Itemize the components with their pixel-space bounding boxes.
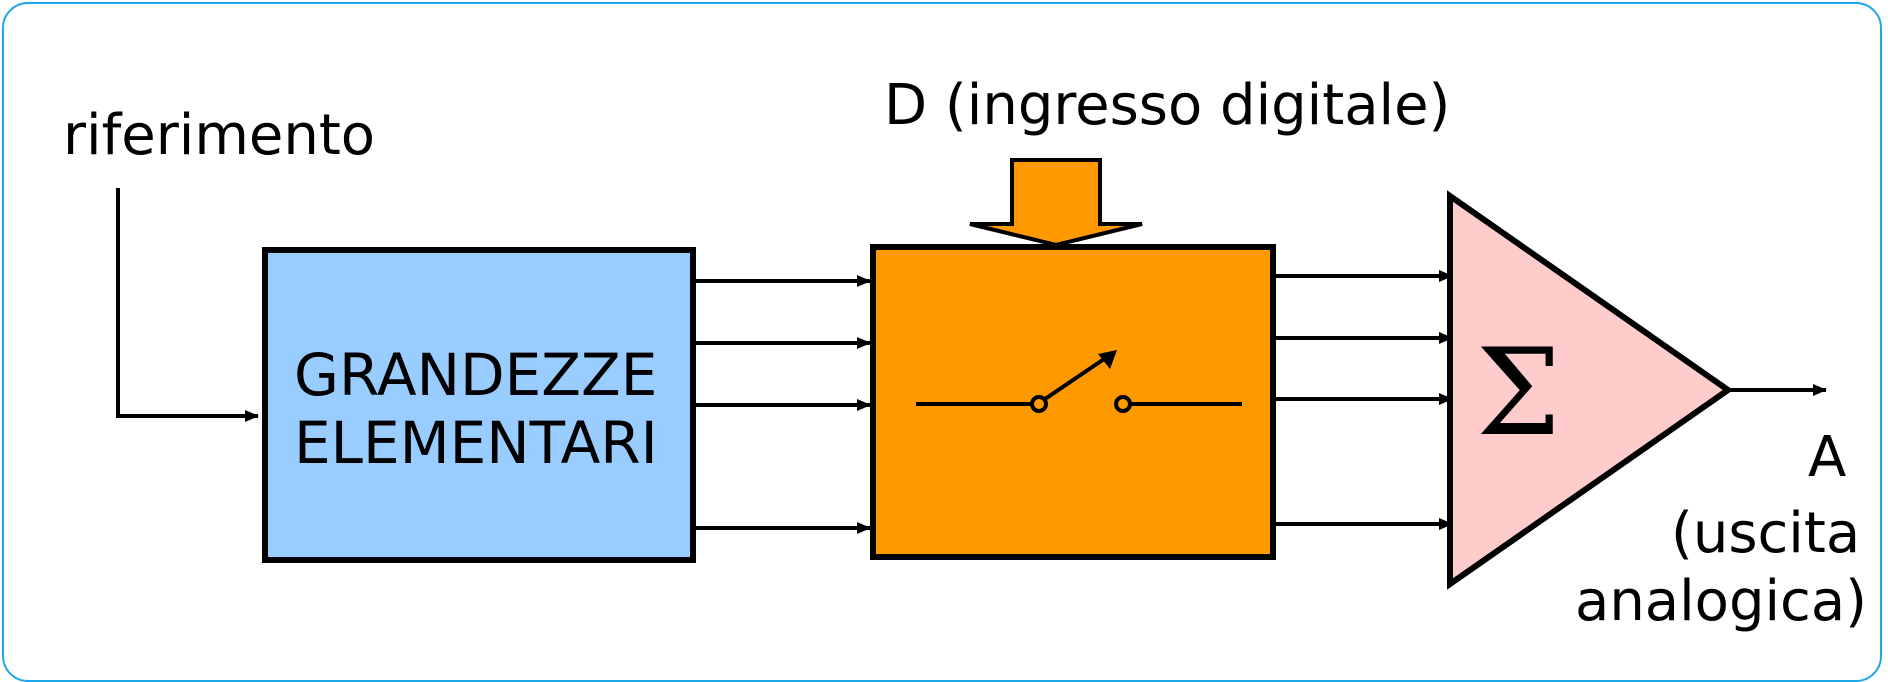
block-label-line1: GRANDEZZE xyxy=(294,341,658,409)
output-label-a: A xyxy=(1808,425,1847,490)
block-label-line2: ELEMENTARI xyxy=(294,409,658,477)
output-label-analogica: analogica) xyxy=(1575,569,1868,634)
elementary-quantities-block xyxy=(262,247,696,563)
summer-triangle xyxy=(1447,190,1734,590)
switch-symbol xyxy=(916,350,1242,413)
sigma-symbol: Σ xyxy=(1476,324,1561,463)
digital-input-arrow xyxy=(969,158,1143,248)
dac-block-diagram xyxy=(116,158,1827,590)
digital-input-label: D (ingresso digitale) xyxy=(884,73,1451,138)
output-label-uscita: (uscita xyxy=(1671,501,1861,566)
reference-line xyxy=(116,188,259,422)
reference-label: riferimento xyxy=(63,103,376,168)
